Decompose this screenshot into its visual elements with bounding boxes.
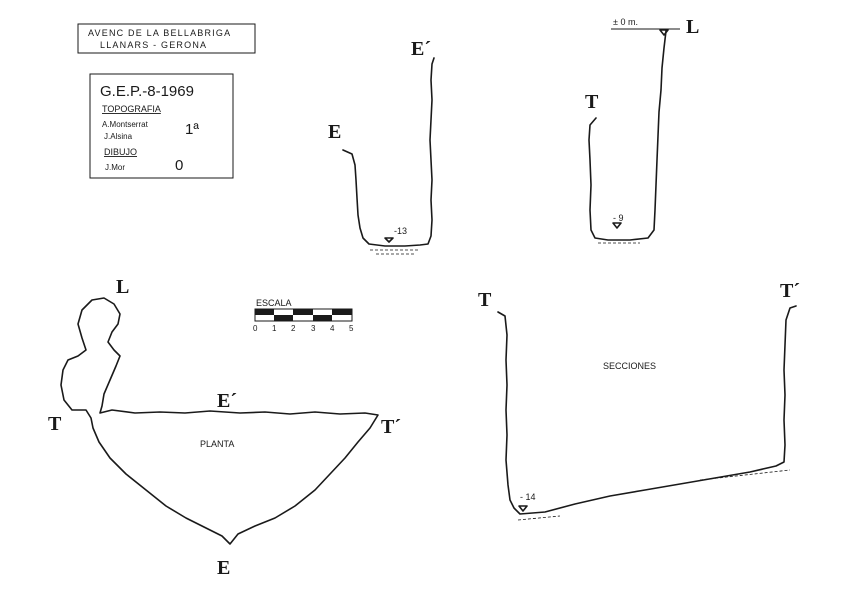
- scale-tick-5: 5: [349, 324, 354, 333]
- scale-tick-3: 3: [311, 324, 316, 333]
- section-t-t-profile: [497, 305, 797, 515]
- scale-tick-2: 2: [291, 324, 296, 333]
- topografia-name-2: J.Alsina: [104, 132, 133, 141]
- scale-tick-0: 0: [253, 324, 258, 333]
- topografia-name-1: A.Montserrat: [102, 120, 149, 129]
- section-l-t: ± 0 m. L - 9 T: [585, 16, 699, 244]
- plan-point-e-prime: E´: [217, 390, 237, 412]
- section-l-t-surface: ± 0 m.: [613, 17, 638, 27]
- plan-point-t: T: [48, 413, 62, 435]
- section-t-t: - 14 SECCIONES T T´: [478, 280, 800, 521]
- survey-code: G.E.P.-8-1969: [100, 83, 194, 100]
- section-t-t-right-label: T´: [780, 280, 800, 302]
- topografia-header: TOPOGRAFIA: [102, 104, 161, 114]
- cave-name-box: AVENC DE LA BELLABRIGA LLANARS - GERONA: [77, 23, 256, 54]
- section-l-t-top-label: L: [686, 16, 699, 38]
- section-e-e-depth: -13: [394, 226, 407, 236]
- scale-bar: ESCALA 0 1 2 3 4 5: [253, 298, 354, 333]
- scale-label: ESCALA: [256, 298, 292, 308]
- section-l-t-depth: - 9: [613, 213, 624, 223]
- section-t-t-depth: - 14: [520, 492, 536, 502]
- section-e-e: -13 E E´: [328, 38, 435, 255]
- sections-label: SECCIONES: [603, 361, 656, 371]
- plan-point-l: L: [116, 276, 129, 298]
- scale-tick-4: 4: [330, 324, 335, 333]
- scale-tick-1: 1: [272, 324, 277, 333]
- section-e-e-left-label: E: [328, 121, 341, 143]
- section-l-t-left-label: T: [585, 91, 599, 113]
- plan-label: PLANTA: [200, 439, 234, 449]
- topografia-grade: 1ª: [185, 121, 199, 138]
- plan-view: PLANTA L T T´ E´ E: [48, 276, 401, 579]
- section-l-t-profile: [588, 30, 667, 241]
- section-e-e-right-label: E´: [411, 38, 431, 60]
- plan-point-e: E: [217, 557, 230, 579]
- dibujo-name: J.Mor: [105, 163, 125, 172]
- cave-name-line1: AVENC DE LA BELLABRIGA: [88, 28, 231, 38]
- plan-outline: [60, 297, 379, 545]
- cave-name-line2: LLANARS - GERONA: [100, 40, 207, 50]
- plan-point-t-prime: T´: [381, 416, 401, 438]
- section-t-t-left-label: T: [478, 289, 492, 311]
- dibujo-grade: 0: [175, 157, 183, 174]
- section-e-e-profile: [342, 57, 435, 247]
- dibujo-header: DIBUJO: [104, 147, 137, 157]
- survey-info-box: G.E.P.-8-1969 TOPOGRAFIA A.Montserrat J.…: [89, 73, 234, 179]
